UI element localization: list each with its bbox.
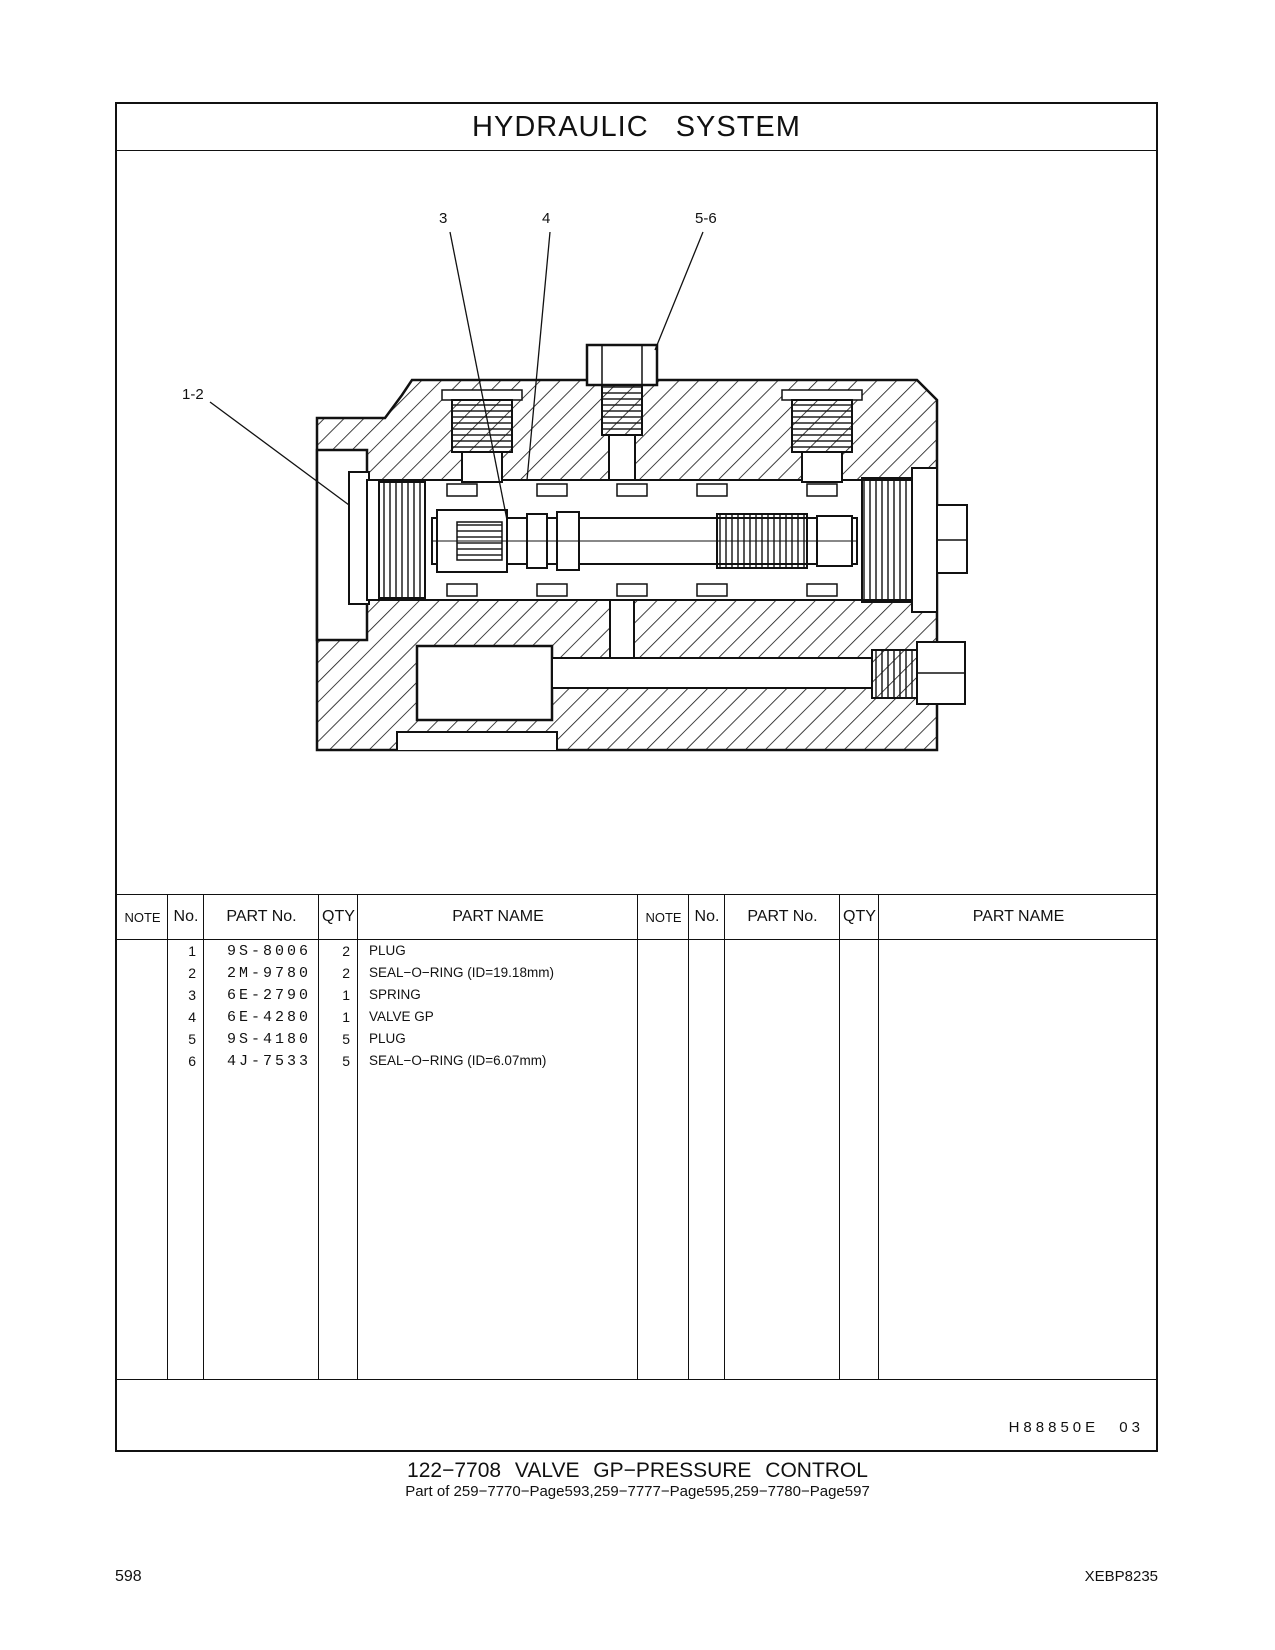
- col-partno-2: [725, 895, 840, 1379]
- valve-cross-section-drawing: [209, 231, 968, 752]
- title-bar: HYDRAULIC SYSTEM: [117, 104, 1156, 151]
- col-qty-1: [319, 895, 358, 1379]
- header-qty: QTY: [322, 908, 355, 925]
- row-part-name: SPRING: [369, 987, 421, 1002]
- header-part-no-2: PART No.: [747, 908, 818, 925]
- page-frame: HYDRAULIC SYSTEM: [115, 102, 1158, 1452]
- table-row: 3 6E-2790 1 SPRING: [117, 987, 1156, 1009]
- row-qty: 5: [342, 1053, 350, 1069]
- row-part-no: 6E-4280: [227, 1009, 312, 1026]
- col-qty-2: [840, 895, 879, 1379]
- callout-4: 4: [542, 210, 551, 227]
- table-row: 2 2M-9780 2 SEAL−O−RING (ID=19.18mm): [117, 965, 1156, 987]
- document-id: XEBP8235: [1084, 1568, 1158, 1585]
- col-no-1: [168, 895, 204, 1379]
- table-row: 6 4J-7533 5 SEAL−O−RING (ID=6.07mm): [117, 1053, 1156, 1075]
- header-part-name-2: PART NAME: [972, 908, 1065, 925]
- header-note-2: NOTE: [645, 909, 682, 925]
- header-part-no: PART No.: [226, 908, 297, 925]
- col-no-2: [689, 895, 725, 1379]
- row-no: 1: [188, 943, 196, 959]
- row-part-name: SEAL−O−RING (ID=19.18mm): [369, 965, 554, 980]
- row-no: 5: [188, 1031, 196, 1047]
- table-row: 4 6E-4280 1 VALVE GP: [117, 1009, 1156, 1031]
- callout-1-2: 1-2: [182, 386, 204, 403]
- row-qty: 1: [342, 987, 350, 1003]
- table-row: 1 9S-8006 2 PLUG: [117, 943, 1156, 965]
- row-part-no: 2M-9780: [227, 965, 312, 982]
- callout-3: 3: [439, 210, 448, 227]
- header-note: NOTE: [124, 909, 161, 925]
- row-part-name: PLUG: [369, 943, 406, 958]
- row-qty: 1: [342, 1009, 350, 1025]
- row-part-name: SEAL−O−RING (ID=6.07mm): [369, 1053, 547, 1068]
- caption-subtitle: Part of 259−7770−Page593,259−7777−Page59…: [405, 1483, 870, 1500]
- row-qty: 5: [342, 1031, 350, 1047]
- header-no: No.: [173, 908, 199, 925]
- row-part-no: 4J-7533: [227, 1053, 312, 1070]
- col-note-1: [117, 895, 168, 1379]
- row-part-no: 9S-4180: [227, 1031, 312, 1048]
- table-row: 5 9S-4180 5 PLUG: [117, 1031, 1156, 1053]
- page-number: 598: [115, 1568, 142, 1585]
- row-part-name: PLUG: [369, 1031, 406, 1046]
- row-part-no: 9S-8006: [227, 943, 312, 960]
- row-qty: 2: [342, 943, 350, 959]
- row-no: 6: [188, 1053, 196, 1069]
- row-no: 4: [188, 1009, 196, 1025]
- row-part-no: 6E-2790: [227, 987, 312, 1004]
- valve-diagram: 3 4 5-6 1-2: [117, 150, 1156, 894]
- col-note-2: [638, 895, 689, 1379]
- row-part-name: VALVE GP: [369, 1009, 434, 1024]
- parts-table: NOTE No. PART No. QTY PART NAME NOTE No.…: [117, 894, 1156, 1380]
- callout-5-6: 5-6: [695, 210, 717, 227]
- page-title: HYDRAULIC SYSTEM: [472, 110, 801, 143]
- header-part-name: PART NAME: [452, 908, 544, 925]
- col-partno-1: [204, 895, 319, 1379]
- row-no: 3: [188, 987, 196, 1003]
- header-no-2: No.: [694, 908, 720, 925]
- header-qty-2: QTY: [843, 908, 876, 925]
- drawing-code: H88850E 03: [1008, 1419, 1144, 1436]
- row-no: 2: [188, 965, 196, 981]
- caption-title: 122−7708 VALVE GP−PRESSURE CONTROL: [407, 1459, 868, 1482]
- row-qty: 2: [342, 965, 350, 981]
- col-name-1: [358, 895, 638, 1379]
- header-divider: [117, 939, 1156, 940]
